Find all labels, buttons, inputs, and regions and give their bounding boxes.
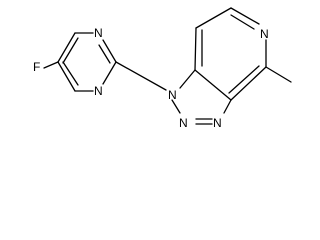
molecule-diagram: F N N N N N N (33, 7, 292, 130)
bond-c6-n5-double (230, 14, 255, 30)
atom-fluorine: F (33, 60, 40, 74)
bond-f-c5 (43, 61, 59, 69)
bond-n3-c2-double (98, 44, 111, 64)
atom-triazole-n3: N (213, 116, 222, 130)
bond-n3-c2 (102, 39, 117, 63)
bond-n1-n2 (171, 99, 181, 114)
bond-c4-c3a-double (228, 65, 260, 94)
bond-n3-c3a (223, 99, 232, 114)
bond-n1-c7a (179, 69, 196, 89)
atom-triazole-n2: N (179, 116, 188, 130)
bond-c7a-c7 (194, 27, 197, 71)
atom-triazole-n1: N (168, 88, 177, 102)
bond-c6-n5 (230, 7, 260, 25)
bond-c6-c5-double (62, 61, 79, 86)
bond-c7-c6 (195, 7, 232, 29)
atom-pyrimidine-n-upper: N (94, 26, 103, 40)
bond-c6-c5 (57, 61, 76, 92)
bond-c5-c4-double (62, 37, 79, 64)
bond-c2-triazole-n1 (115, 61, 167, 91)
bond-c4-methyl (265, 66, 292, 83)
bond-c3a-c7a (194, 69, 232, 101)
bond-c4-c3a (230, 66, 267, 101)
bond-c5-c4 (57, 32, 76, 63)
atom-pyridine-n: N (260, 27, 269, 41)
structure-svg: F N N N N N N (33, 7, 292, 130)
bond-c2-n1 (102, 61, 117, 85)
atom-pyrimidine-n-lower: N (94, 84, 103, 98)
